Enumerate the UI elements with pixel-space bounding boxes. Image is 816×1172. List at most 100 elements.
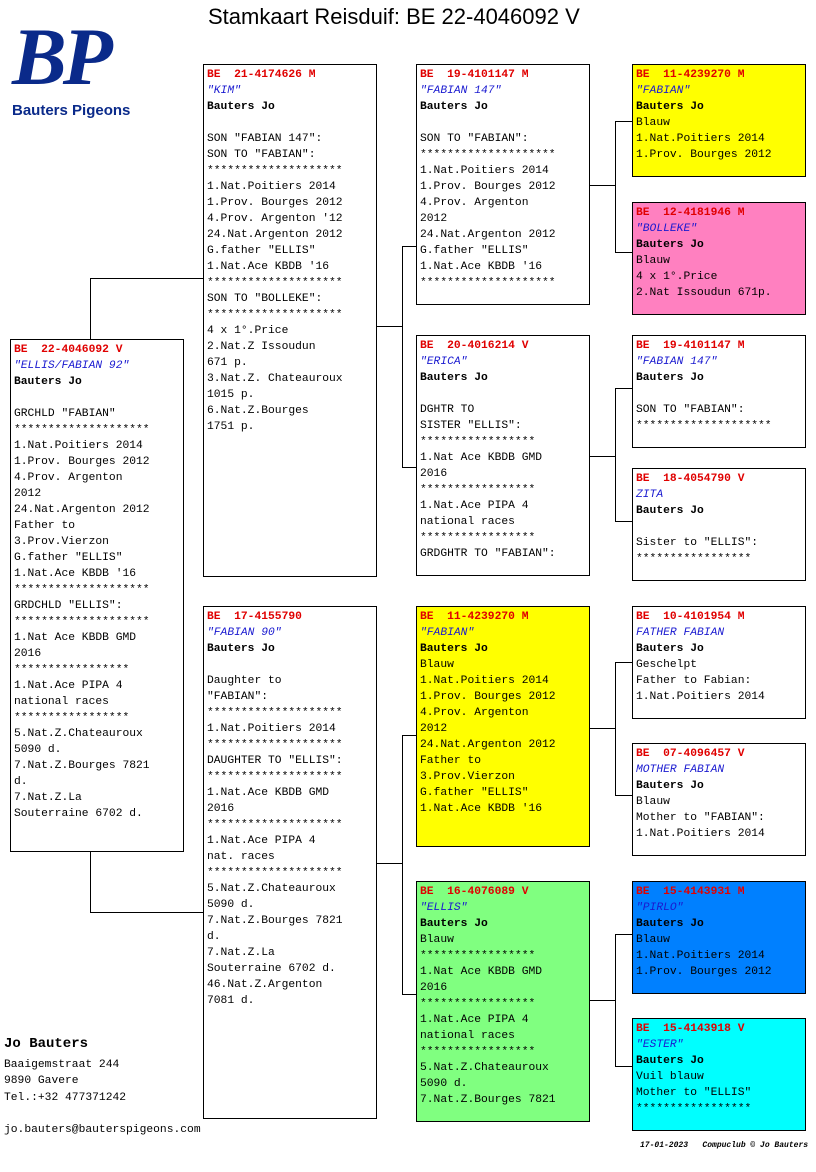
owner-phone: Tel.:+32 477371242 <box>4 1091 127 1104</box>
detail-line: Blauw <box>636 796 670 808</box>
pigeon-name: "FABIAN" <box>420 627 475 639</box>
pigeon-details: SON "FABIAN 147": SON TO "FABIAN": *******… <box>207 115 373 435</box>
pigeon-details: SON TO "FABIAN":******************** <box>636 386 802 434</box>
page-title: Stamkaart Reisduif: BE 22-4046092 V <box>208 4 580 29</box>
connector-line <box>376 326 402 327</box>
pigeon-card-mother: BE 17-4155790"FABIAN 90"Bauters Jo Daugh… <box>203 606 377 1119</box>
detail-line: 24.Nat.Argenton 2012 <box>14 504 150 516</box>
detail-line: ******************** <box>420 277 556 289</box>
pigeon-name: "KIM" <box>207 85 241 97</box>
detail-line: SON "FABIAN 147": <box>207 133 323 145</box>
breeder-name: Bauters Jo <box>636 101 704 113</box>
detail-line: 5.Nat.Z.Chateauroux <box>207 883 336 895</box>
detail-line: 6.Nat.Z.Bourges <box>207 405 309 417</box>
detail-line: ******************** <box>207 739 343 751</box>
breeder-name: Bauters Jo <box>636 918 704 930</box>
detail-line: 24.Nat.Argenton 2012 <box>420 229 556 241</box>
pigeon-name: "ESTER" <box>636 1039 684 1051</box>
breeder-name: Bauters Jo <box>420 643 488 655</box>
detail-line: d. <box>207 931 221 943</box>
detail-line: ******************** <box>14 616 150 628</box>
detail-line: G.father "ELLIS" <box>420 245 529 257</box>
detail-line: 4 x 1°.Price <box>636 271 718 283</box>
pigeon-details: Blauw ***************** 1.Nat Ace KBDB GMD… <box>420 932 586 1108</box>
detail-line: Vuil blauw <box>636 1071 704 1083</box>
detail-line: 5090 d. <box>420 1078 468 1090</box>
connector-line <box>402 735 417 736</box>
detail-line: 1.Nat.Ace PIPA 4 <box>420 500 529 512</box>
breeder-name: Bauters Jo <box>636 780 704 792</box>
connector-line <box>589 185 615 186</box>
detail-line <box>207 657 373 673</box>
detail-line <box>207 115 373 131</box>
connector-line <box>402 467 417 468</box>
owner-email[interactable]: jo.bauters@bauterspigeons.com <box>4 1124 201 1136</box>
pigeon-name: MOTHER FABIAN <box>636 764 725 776</box>
ring-number: BE 22-4046092 V <box>14 344 123 356</box>
detail-line: 2016 <box>207 803 235 815</box>
ring-number: BE 10-4101954 M <box>636 611 745 623</box>
detail-line: 1.Nat.Poitiers 2014 <box>636 950 765 962</box>
detail-line: 671 p. <box>207 357 248 369</box>
detail-line: Blauw <box>636 117 670 129</box>
logo-letters: BP <box>12 11 113 102</box>
detail-line: G.father "ELLIS" <box>420 787 529 799</box>
detail-line: 1.Nat.Ace KBDB GMD <box>207 787 330 799</box>
connector-line <box>615 388 633 389</box>
detail-line: 7.Nat.Z.Bourges 7821 <box>14 760 150 772</box>
pigeon-icon <box>118 33 163 57</box>
connector-line <box>615 934 633 935</box>
detail-line: 1.Nat.Poitiers 2014 <box>420 165 549 177</box>
detail-line: 7081 d. <box>207 995 255 1007</box>
detail-line: ***************** <box>420 1046 536 1058</box>
detail-line: GRDCHLD "ELLIS": <box>14 600 123 612</box>
detail-line: SON TO "FABIAN": <box>207 149 316 161</box>
pigeon-card-father-father: BE 19-4101147 M"FABIAN 147"Bauters Jo SO… <box>416 64 590 305</box>
connector-line <box>615 388 616 522</box>
detail-line: ******************** <box>207 771 343 783</box>
detail-line: DAUGHTER TO "ELLIS": <box>207 755 343 767</box>
detail-line: 7.Nat.Z.Bourges 7821 <box>420 1094 556 1106</box>
pigeon-card-main: BE 22-4046092 V"ELLIS/FABIAN 92"Bauters … <box>10 339 184 852</box>
detail-line: ***************** <box>636 1103 752 1115</box>
connector-line <box>615 252 633 253</box>
pigeon-name: "FABIAN 147" <box>636 356 718 368</box>
detail-line: ******************** <box>207 707 343 719</box>
pigeon-name: "ERICA" <box>420 356 468 368</box>
detail-line: 1.Nat Ace KBDB GMD <box>420 966 543 978</box>
detail-line: ******************** <box>207 277 343 289</box>
detail-line: Father to <box>420 755 482 767</box>
connector-line <box>615 121 616 253</box>
breeder-name: Bauters Jo <box>14 376 82 388</box>
pigeon-card-father: BE 21-4174626 M"KIM"Bauters Jo SON "FABI… <box>203 64 377 577</box>
detail-line: 1.Nat.Ace PIPA 4 <box>420 1014 529 1026</box>
connector-line <box>615 934 616 1067</box>
detail-line: Blauw <box>420 934 454 946</box>
detail-line: ******************** <box>14 424 150 436</box>
detail-line: ***************** <box>420 998 536 1010</box>
detail-line: SON TO "BOLLEKE": <box>207 293 323 305</box>
detail-line: "FABIAN": <box>207 691 269 703</box>
ring-number: BE 16-4076089 V <box>420 886 529 898</box>
detail-line: ***************** <box>420 950 536 962</box>
detail-line: 1.Nat.Poitiers 2014 <box>14 440 143 452</box>
detail-line: Souterraine 6702 d. <box>207 963 336 975</box>
detail-line: 2.Nat.Z Issoudun <box>207 341 316 353</box>
bauters-pigeons-logo: BP Bauters Pigeons <box>10 12 180 128</box>
detail-line <box>420 386 586 402</box>
detail-line: ***************** <box>14 712 130 724</box>
pigeon-details: SON TO "FABIAN":********************1.Na… <box>420 115 586 291</box>
detail-line: Mother to "ELLIS" <box>636 1087 752 1099</box>
detail-line: ******************** <box>207 867 343 879</box>
breeder-name: Bauters Jo <box>636 505 704 517</box>
detail-line: Father to Fabian: <box>636 675 752 687</box>
detail-line: 2.Nat Issoudun 671p. <box>636 287 772 299</box>
footer-credit: Compuclub © Jo Bauters <box>702 1141 809 1150</box>
